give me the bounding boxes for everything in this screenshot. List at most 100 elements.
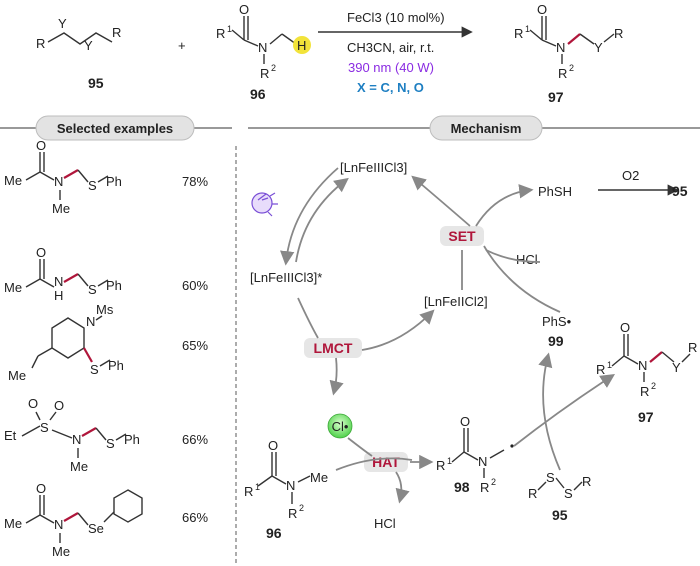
reaction-scheme: R Y Y R 95 + O N R 2 R 1 H 96 FeCl3: [36, 2, 623, 105]
svg-text:Y: Y: [58, 16, 67, 31]
svg-text:R: R: [688, 340, 697, 355]
phs-radical-label: PhS•: [542, 314, 572, 329]
svg-text:Y: Y: [672, 360, 681, 375]
svg-text:R: R: [640, 384, 649, 399]
plus-sign: +: [178, 38, 186, 53]
svg-text:R: R: [288, 506, 297, 521]
svg-text:1: 1: [607, 360, 612, 370]
svg-text:N: N: [72, 432, 81, 447]
cl-to-hat: [347, 437, 373, 457]
svg-text:N: N: [478, 454, 487, 469]
lmct-to-fe2-arrow: [361, 309, 435, 351]
svg-text:R: R: [614, 26, 623, 41]
example-2: Me O H N S Ph 60%: [4, 245, 208, 303]
svg-text:S: S: [40, 420, 49, 435]
svg-text:N: N: [54, 274, 63, 289]
svg-text:O: O: [268, 438, 278, 453]
svg-text:R: R: [528, 486, 537, 501]
set-to-fe3-arrow: [411, 175, 471, 227]
mechanism-98-number: 98: [454, 479, 470, 495]
hcl-set-line: [485, 249, 541, 263]
svg-text:1: 1: [255, 482, 260, 492]
svg-text:Me: Me: [70, 459, 88, 474]
svg-text:Ms: Ms: [96, 302, 114, 317]
left-panel-title: Selected examples: [57, 121, 173, 136]
svg-text:R: R: [436, 458, 445, 473]
conditions-x-scope: X = C, N, O: [357, 80, 424, 95]
set-pill: [440, 226, 484, 246]
svg-text:O: O: [28, 396, 38, 411]
svg-text:O: O: [620, 320, 630, 335]
right-title-pill: [429, 115, 543, 141]
mechanism: [LnFeIIICl3] [LnFeIIICl3]* [LnFeIICl2] S…: [244, 160, 697, 541]
svg-text:2: 2: [569, 63, 574, 73]
svg-text:S: S: [88, 178, 97, 193]
mechanism-97-number: 97: [638, 409, 654, 425]
conditions-solvent: CH3CN, air, r.t.: [347, 40, 434, 55]
mechanism-96-structure: O N Me R 2 R 1: [244, 438, 328, 521]
mechanism-95-number: 95: [552, 507, 568, 523]
set-to-phsh-arrow: [475, 184, 534, 227]
hcl-label-set: HCl: [516, 252, 538, 267]
example-3: N Ms S Ph Me 65%: [8, 302, 208, 383]
mechanism-98-structure: O N R 2 R 1: [436, 414, 514, 495]
svg-text:O: O: [36, 481, 46, 496]
svg-text:O: O: [36, 245, 46, 260]
product-95-label: 95: [672, 183, 688, 199]
svg-text:1: 1: [447, 456, 452, 466]
svg-text:Me: Me: [4, 173, 22, 188]
svg-text:O: O: [460, 414, 470, 429]
svg-text:2: 2: [299, 503, 304, 513]
hat-pill: [364, 452, 408, 472]
svg-text:Me: Me: [310, 470, 328, 485]
svg-text:Se: Se: [88, 521, 104, 536]
svg-text:R: R: [244, 484, 253, 499]
example-5: Me O N Se Me 66%: [4, 481, 208, 559]
svg-text:S: S: [106, 436, 115, 451]
example-4-yield: 66%: [182, 432, 208, 447]
example-1-yield: 78%: [182, 174, 208, 189]
svg-text:N: N: [286, 478, 295, 493]
phsh-label: PhSH: [538, 184, 572, 199]
svg-text:Me: Me: [52, 544, 70, 559]
hat-label: HAT: [372, 454, 400, 470]
fe3-complex: [LnFeIIICl3]: [340, 160, 407, 175]
svg-text:N: N: [556, 40, 565, 55]
product-97-number: 97: [548, 89, 564, 105]
o2-label: O2: [622, 168, 639, 183]
right-panel-title: Mechanism: [451, 121, 522, 136]
mechanism-99-number: 99: [548, 333, 564, 349]
fe3-excited-to-lmct: [297, 297, 319, 339]
svg-text:N: N: [54, 174, 63, 189]
svg-text:Ph: Ph: [106, 278, 122, 293]
svg-text:H: H: [54, 288, 63, 303]
svg-text:Y: Y: [594, 40, 603, 55]
excitation-arrow: [280, 167, 339, 266]
reactant-96-number: 96: [250, 86, 266, 102]
hcl-label-hat: HCl: [374, 516, 396, 531]
example-3-yield: 65%: [182, 338, 208, 353]
svg-text:N: N: [86, 314, 95, 329]
example-2-yield: 60%: [182, 278, 208, 293]
product-97-structure: O N Y R R 2 R 1: [514, 2, 623, 81]
conditions-catalyst: FeCl3 (10 mol%): [347, 10, 445, 25]
svg-text:O: O: [36, 138, 46, 153]
svg-text:Et: Et: [4, 428, 17, 443]
example-1: Me O N S Ph Me 78%: [4, 138, 208, 216]
lmct-to-cl-arrow: [329, 357, 344, 396]
svg-text:Me: Me: [4, 280, 22, 295]
svg-text:S: S: [88, 282, 97, 297]
reactant-95-number: 95: [88, 75, 104, 91]
svg-text:R: R: [514, 26, 523, 41]
left-title-pill: [35, 115, 195, 141]
lightbulb-icon: [251, 192, 278, 217]
svg-text:1: 1: [525, 24, 530, 34]
cl-radical-sphere: [327, 413, 353, 439]
svg-text:N: N: [258, 40, 267, 55]
svg-text:Me: Me: [8, 368, 26, 383]
radical-to-97-arrow: [513, 374, 616, 447]
svg-text:1: 1: [227, 24, 232, 34]
svg-text:N: N: [638, 358, 647, 373]
svg-text:O: O: [537, 2, 547, 17]
